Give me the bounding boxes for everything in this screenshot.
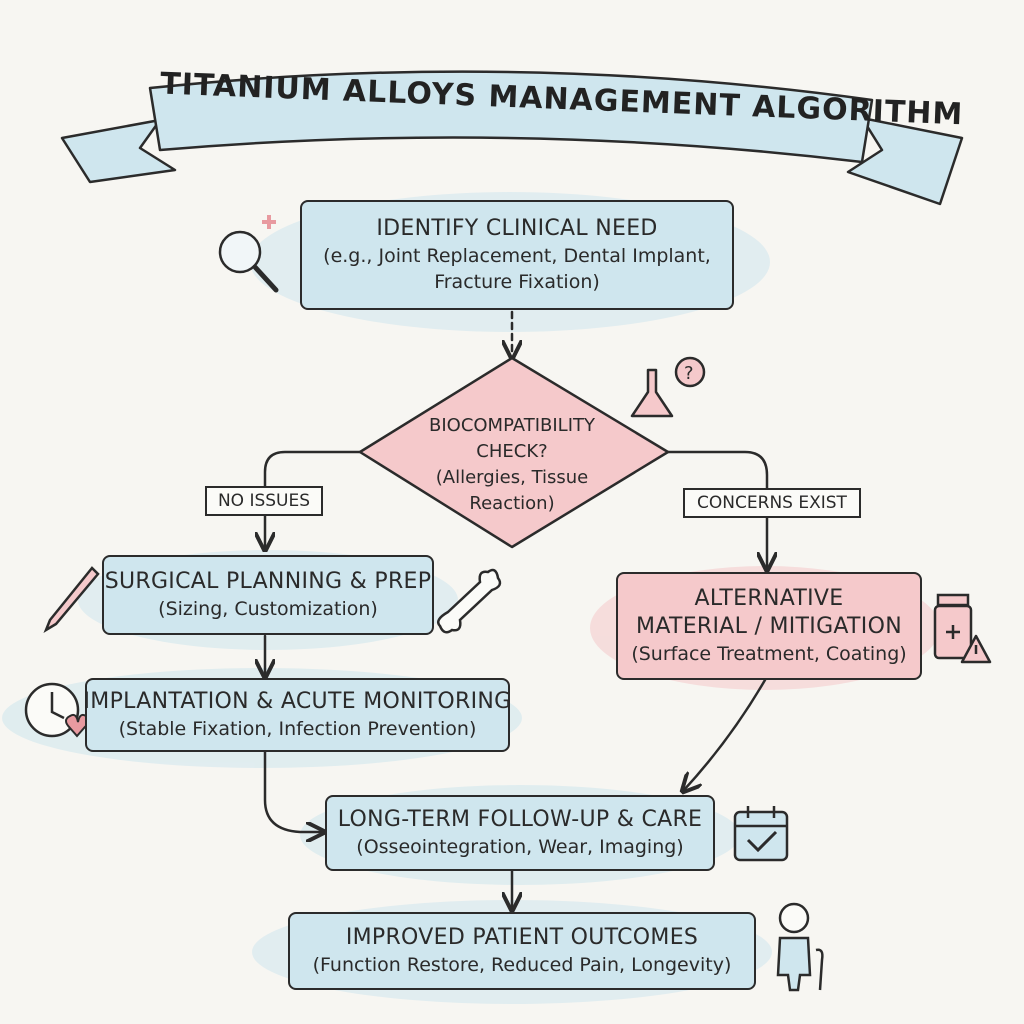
alternative-title-1: ALTERNATIVE [694,586,844,611]
followup-node: LONG-TERM FOLLOW-UP & CARE (Osseointegra… [325,795,715,871]
connector-alternative-to-followup [684,678,767,790]
implantation-title: IMPLANTATION & ACUTE MONITORING [83,689,512,714]
implantation-sub: (Stable Fixation, Infection Prevention) [118,718,477,740]
followup-title: LONG-TERM FOLLOW-UP & CARE [337,807,703,832]
decision-line-2: CHECK? [476,441,548,462]
decision-line-1: BIOCOMPATIBILITY [429,415,595,436]
alternative-material-node: ALTERNATIVE MATERIAL / MITIGATION (Surfa… [616,572,922,680]
title-ribbon [60,70,964,206]
connectors [263,310,767,908]
outcomes-title: IMPROVED PATIENT OUTCOMES [345,925,699,950]
bone-icon [437,568,502,634]
connector-implantation-to-followup [263,750,322,832]
identify-sub-1: (e.g., Joint Replacement, Dental Implant… [323,245,711,267]
flask-question-icon: ? [630,356,706,418]
decision-text: BIOCOMPATIBILITY CHECK? (Allergies, Tiss… [400,413,624,517]
no-issues-label: NO ISSUES [205,486,323,516]
medicine-bottle-warning-icon [933,593,992,664]
decision-line-3: (Allergies, Tissue [435,467,589,488]
concerns-exist-label: CONCERNS EXIST [683,488,861,518]
clock-heart-icon [24,682,90,738]
connector-decision-to-alternative [666,450,767,568]
identify-title: IDENTIFY CLINICAL NEED [376,216,658,241]
decision-line-4: Reaction) [469,493,555,514]
magnifier-plus-icon [218,215,279,293]
identify-clinical-need-node: IDENTIFY CLINICAL NEED (e.g., Joint Repl… [300,200,734,310]
person-cane-icon [776,902,824,992]
surgical-title: SURGICAL PLANNING & PREP [104,569,432,594]
alternative-title-2: MATERIAL / MITIGATION [636,614,902,639]
outcomes-node: IMPROVED PATIENT OUTCOMES (Function Rest… [288,912,756,990]
scalpel-icon [43,566,100,633]
alternative-sub: (Surface Treatment, Coating) [631,643,907,665]
decision-diamond [358,356,670,549]
calendar-check-icon [733,806,789,862]
outcomes-sub: (Function Restore, Reduced Pain, Longevi… [312,954,732,976]
connector-decision-to-surgical [265,450,362,548]
identify-sub-2: Fracture Fixation) [434,271,600,293]
surgical-sub: (Sizing, Customization) [158,598,378,620]
svg-text:?: ? [684,363,694,384]
surgical-planning-node: SURGICAL PLANNING & PREP (Sizing, Custom… [102,555,434,635]
followup-sub: (Osseointegration, Wear, Imaging) [356,836,684,858]
implantation-node: IMPLANTATION & ACUTE MONITORING (Stable … [83,678,512,752]
